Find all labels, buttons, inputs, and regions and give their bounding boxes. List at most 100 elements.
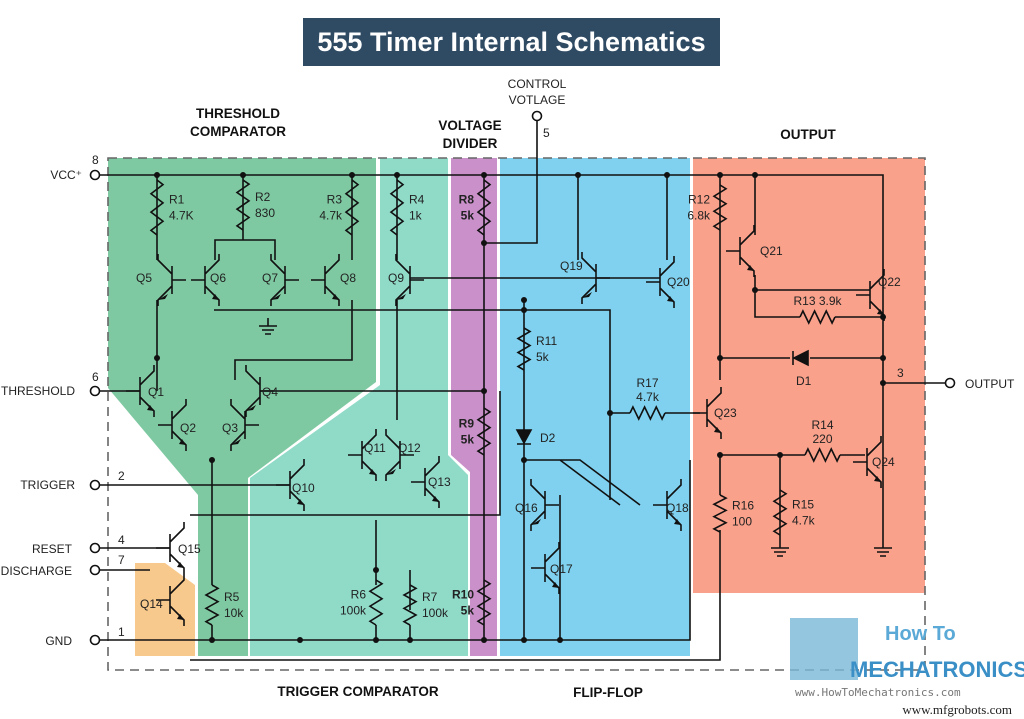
pin-control-terminal[interactable] bbox=[531, 110, 543, 122]
transistor-q7: Q7 bbox=[262, 254, 299, 306]
section-trigger-comparator: TRIGGER COMPARATOR bbox=[277, 684, 438, 699]
resistor-label: R1 bbox=[169, 193, 185, 207]
transistor-label: Q18 bbox=[666, 501, 689, 515]
transistor-q11: Q11 bbox=[348, 429, 386, 481]
transistor-q1: Q1 bbox=[126, 365, 164, 417]
transistor-q15: Q15 bbox=[156, 522, 201, 574]
section-threshold-line1: THRESHOLD bbox=[196, 106, 280, 121]
pin-number-8: 8 bbox=[92, 153, 99, 167]
resistor-value: 5k bbox=[461, 604, 475, 618]
transistor-label: Q7 bbox=[262, 271, 278, 285]
resistor-value: 4.7k bbox=[319, 209, 343, 223]
pin-trigger-terminal[interactable] bbox=[89, 479, 101, 491]
transistor-label: Q20 bbox=[667, 275, 690, 289]
transistor-label: Q6 bbox=[210, 271, 226, 285]
pin-number-4: 4 bbox=[118, 533, 125, 547]
resistor-value: 5k bbox=[461, 433, 475, 447]
transistor-label: Q16 bbox=[515, 501, 538, 515]
resistor-label: R5 bbox=[224, 590, 240, 604]
svg-text:MECHATRONICS: MECHATRONICS bbox=[850, 657, 1024, 682]
resistor-value: 100 bbox=[732, 515, 752, 529]
resistor-value: 100k bbox=[422, 606, 449, 620]
resistor-value: 5k bbox=[536, 350, 550, 364]
transistor-q20: Q20 bbox=[646, 256, 690, 308]
resistor-r1: R1 4.7K bbox=[149, 179, 194, 236]
section-divider-line2: DIVIDER bbox=[443, 136, 498, 151]
transistor-q24: Q24 bbox=[853, 436, 895, 488]
resistor-label: R9 bbox=[459, 417, 475, 431]
diagram-title: 555 Timer Internal Schematics bbox=[303, 18, 720, 66]
pin-discharge-terminal[interactable] bbox=[89, 564, 101, 576]
region-flip-flop bbox=[500, 158, 690, 656]
transistor-label: Q12 bbox=[398, 441, 421, 455]
resistor-value: 6.8k bbox=[687, 209, 711, 223]
pin-label-reset: RESET bbox=[32, 542, 73, 556]
resistor-value: 5k bbox=[461, 209, 475, 223]
transistor-label: Q19 bbox=[560, 259, 583, 273]
transistor-q5: Q5 bbox=[136, 254, 186, 306]
transistor-label: Q24 bbox=[872, 455, 895, 469]
pin-number-3: 3 bbox=[897, 366, 904, 380]
control-pin-number: 5 bbox=[543, 126, 550, 140]
pin-label-threshold: THRESHOLD bbox=[1, 384, 75, 398]
resistor-value: 10k bbox=[224, 606, 244, 620]
howtomechatronics-logo: How To MECHATRONICS www.HowToMechatronic… bbox=[790, 618, 1024, 699]
transistor-label: Q3 bbox=[222, 421, 238, 435]
diode-d2: D2 bbox=[515, 429, 556, 445]
region-voltage-divider bbox=[451, 158, 497, 656]
resistor-value: 4.7K bbox=[169, 209, 194, 223]
resistor-label: R6 bbox=[351, 588, 367, 602]
transistor-q13: Q13 bbox=[411, 456, 451, 508]
region-trigger-comparator bbox=[250, 158, 468, 656]
pin-label-trigger: TRIGGER bbox=[20, 478, 75, 492]
diode-label: D1 bbox=[796, 374, 812, 388]
pin-reset-terminal[interactable] bbox=[89, 542, 101, 554]
transistor-label: Q5 bbox=[136, 271, 152, 285]
resistor-label: R8 bbox=[459, 193, 475, 207]
resistor-label: R16 bbox=[732, 499, 754, 513]
section-divider-line1: VOLTAGE bbox=[438, 118, 501, 133]
transistor-q12: Q12 bbox=[385, 429, 421, 481]
resistor-label: R15 bbox=[792, 498, 814, 512]
transistor-label: Q14 bbox=[140, 597, 163, 611]
transistor-label: Q23 bbox=[714, 406, 737, 420]
pin-label-discharge: DISCHARGE bbox=[1, 564, 72, 578]
resistor-label: R17 bbox=[636, 376, 658, 390]
pin-number-1: 1 bbox=[118, 625, 125, 639]
transistor-q23: Q23 bbox=[693, 387, 737, 439]
transistor-label: Q13 bbox=[428, 475, 451, 489]
diode-d1: D1 bbox=[792, 349, 812, 388]
pin-threshold-terminal[interactable] bbox=[89, 385, 101, 397]
pin-number-7: 7 bbox=[118, 553, 125, 567]
pin-vcc-terminal[interactable] bbox=[89, 169, 101, 181]
pin-gnd-terminal[interactable] bbox=[89, 634, 101, 646]
resistor-r13: R13 3.9k bbox=[793, 294, 843, 325]
transistor-label: Q17 bbox=[550, 562, 573, 576]
transistor-label: Q22 bbox=[878, 275, 901, 289]
transistor-q22: Q22 bbox=[856, 269, 901, 321]
pin-output-terminal[interactable] bbox=[944, 377, 956, 389]
section-output: OUTPUT bbox=[780, 127, 836, 142]
transistor-label: Q2 bbox=[180, 421, 196, 435]
resistor-label: R4 bbox=[409, 193, 425, 207]
resistor-r3: R34.7k bbox=[319, 179, 360, 236]
resistor-label: R10 bbox=[452, 588, 474, 602]
region-output bbox=[693, 158, 925, 593]
ic-boundary bbox=[107, 157, 926, 671]
transistor-label: Q9 bbox=[388, 271, 404, 285]
svg-text:www.HowToMechatronics.com: www.HowToMechatronics.com bbox=[795, 686, 961, 699]
